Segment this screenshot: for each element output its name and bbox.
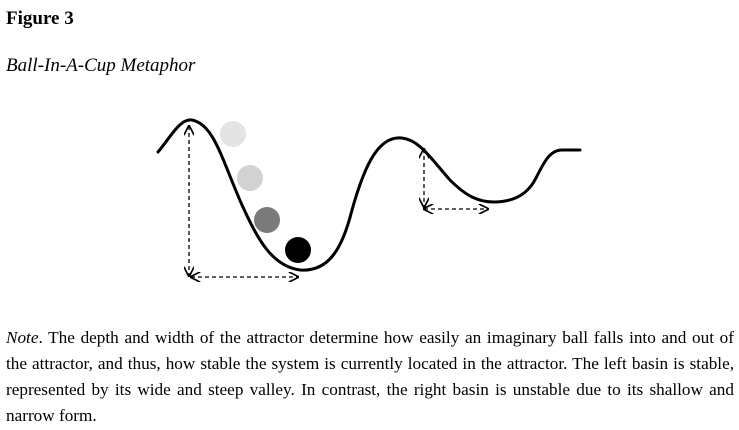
figure-note: Note. The depth and width of the attract… — [6, 325, 734, 429]
ball-light — [220, 121, 246, 147]
ball-in-cup-diagram — [156, 118, 582, 320]
figure-label: Figure 3 — [6, 8, 74, 29]
ball-black — [285, 237, 311, 263]
attractor-landscape-curve — [156, 118, 582, 272]
ball-pale — [237, 165, 263, 191]
ball-gray — [254, 207, 280, 233]
figure-title: Ball-In-A-Cup Metaphor — [6, 55, 196, 76]
note-label: Note — [6, 328, 39, 347]
note-text: . The depth and width of the attractor d… — [6, 328, 734, 425]
